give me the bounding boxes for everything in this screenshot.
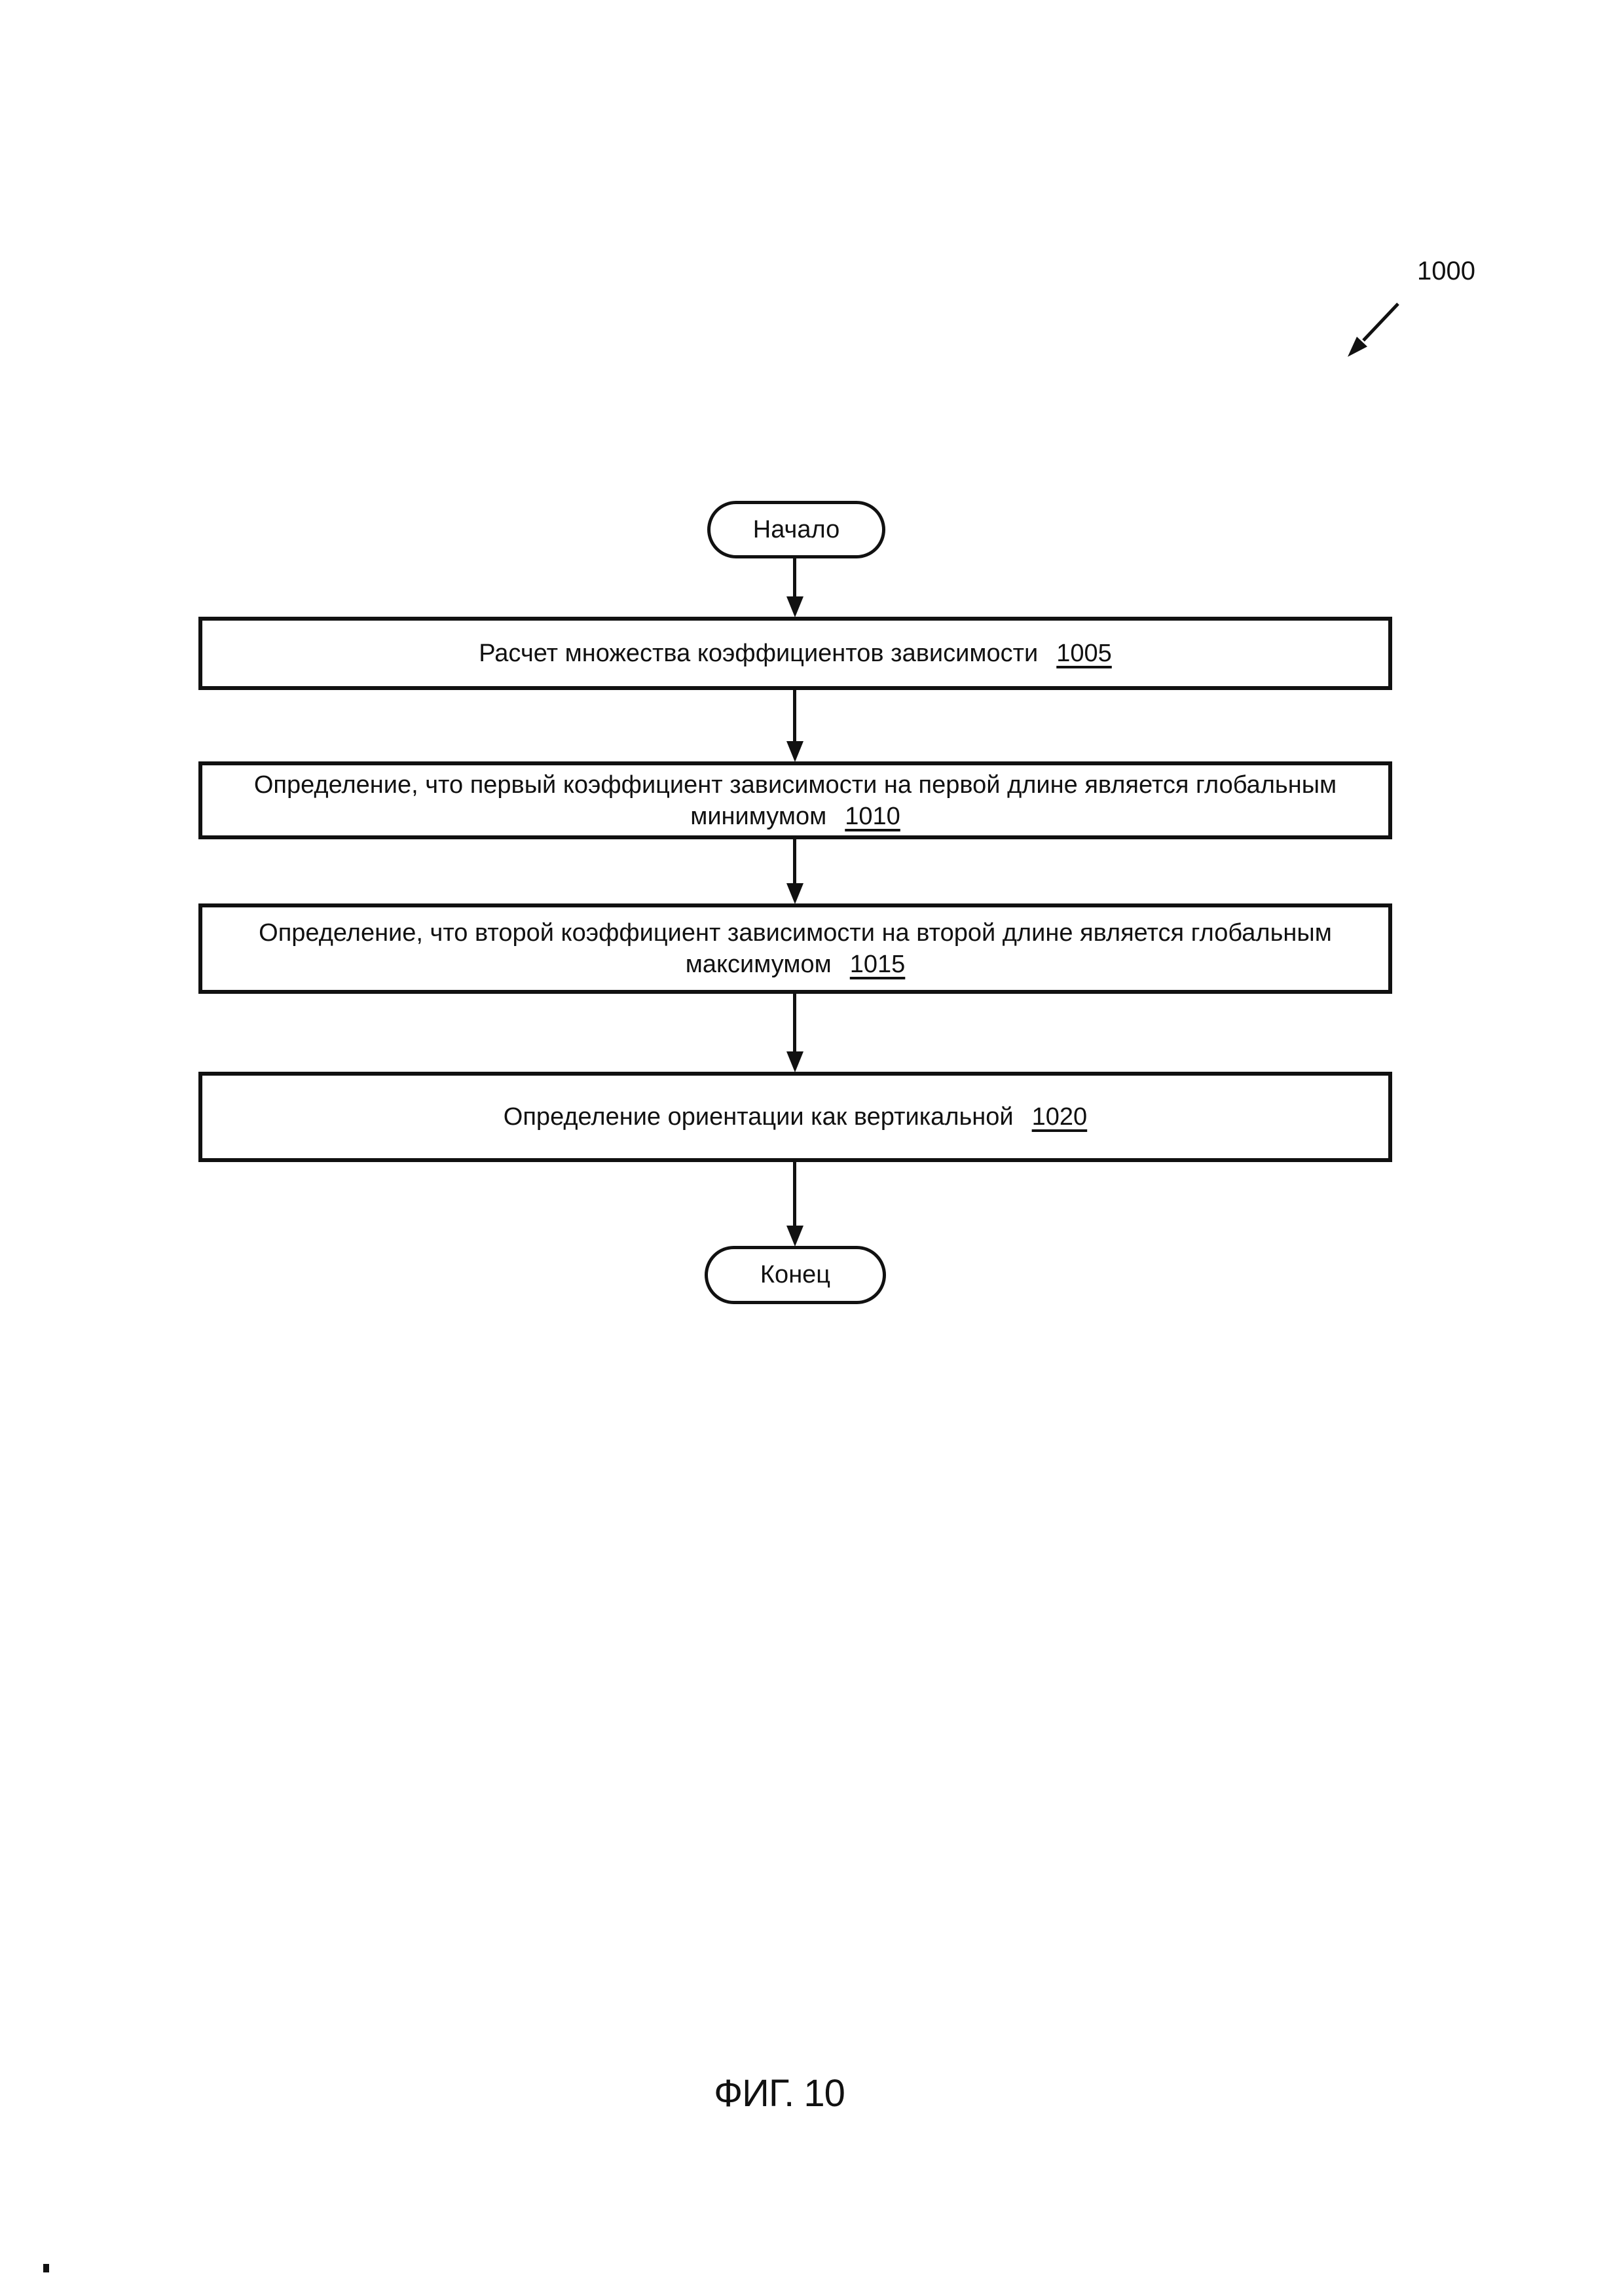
flowchart-end-node: Конец [705, 1246, 886, 1304]
step-text: Определение, что второй коэффициент зави… [259, 919, 1332, 947]
step-text-line: Определение, что второй коэффициент зави… [259, 917, 1332, 949]
step-text-line: Определение ориентации как вертикальной 1… [504, 1101, 1087, 1133]
step-text-line: минимумом 1010 [690, 801, 900, 832]
step-text: максимумом [685, 951, 832, 978]
flowchart-start-node: Начало [707, 501, 885, 558]
step-box-1005: Расчет множества коэффициентов зависимос… [198, 617, 1392, 690]
step-box-1015: Определение, что второй коэффициент зави… [198, 903, 1392, 994]
step-text-line: максимумом 1015 [686, 949, 906, 980]
end-node-label: Конец [760, 1261, 831, 1288]
step-box-1020: Определение ориентации как вертикальной 1… [198, 1072, 1392, 1162]
figure-caption: ФИГ. 10 [714, 2072, 845, 2115]
step-reference-number: 1020 [1031, 1103, 1088, 1131]
step-text: Определение, что первый коэффициент зави… [253, 771, 1337, 799]
figure-reference-number: 1000 [1417, 257, 1475, 285]
step-text-line: Расчет множества коэффициентов зависимос… [479, 638, 1112, 669]
step-box-1010: Определение, что первый коэффициент зави… [198, 761, 1392, 839]
start-node-label: Начало [752, 515, 840, 543]
down-arrow-icon [786, 1161, 803, 1247]
reference-pointer-arrow-icon [1348, 302, 1399, 357]
step-reference-number: 1015 [849, 951, 906, 978]
step-text: минимумом [690, 802, 827, 830]
step-text: Определение ориентации как вертикальной [503, 1103, 1014, 1131]
step-text: Расчет множества коэффициентов зависимос… [479, 640, 1039, 667]
down-arrow-icon [786, 838, 803, 904]
step-reference-number: 1010 [845, 802, 900, 830]
stray-mark [43, 2264, 49, 2272]
down-arrow-icon [786, 557, 803, 617]
down-arrow-icon [786, 993, 803, 1072]
down-arrow-icon [786, 689, 803, 762]
step-text-line: Определение, что первый коэффициент зави… [254, 769, 1337, 801]
step-reference-number: 1005 [1056, 640, 1112, 667]
